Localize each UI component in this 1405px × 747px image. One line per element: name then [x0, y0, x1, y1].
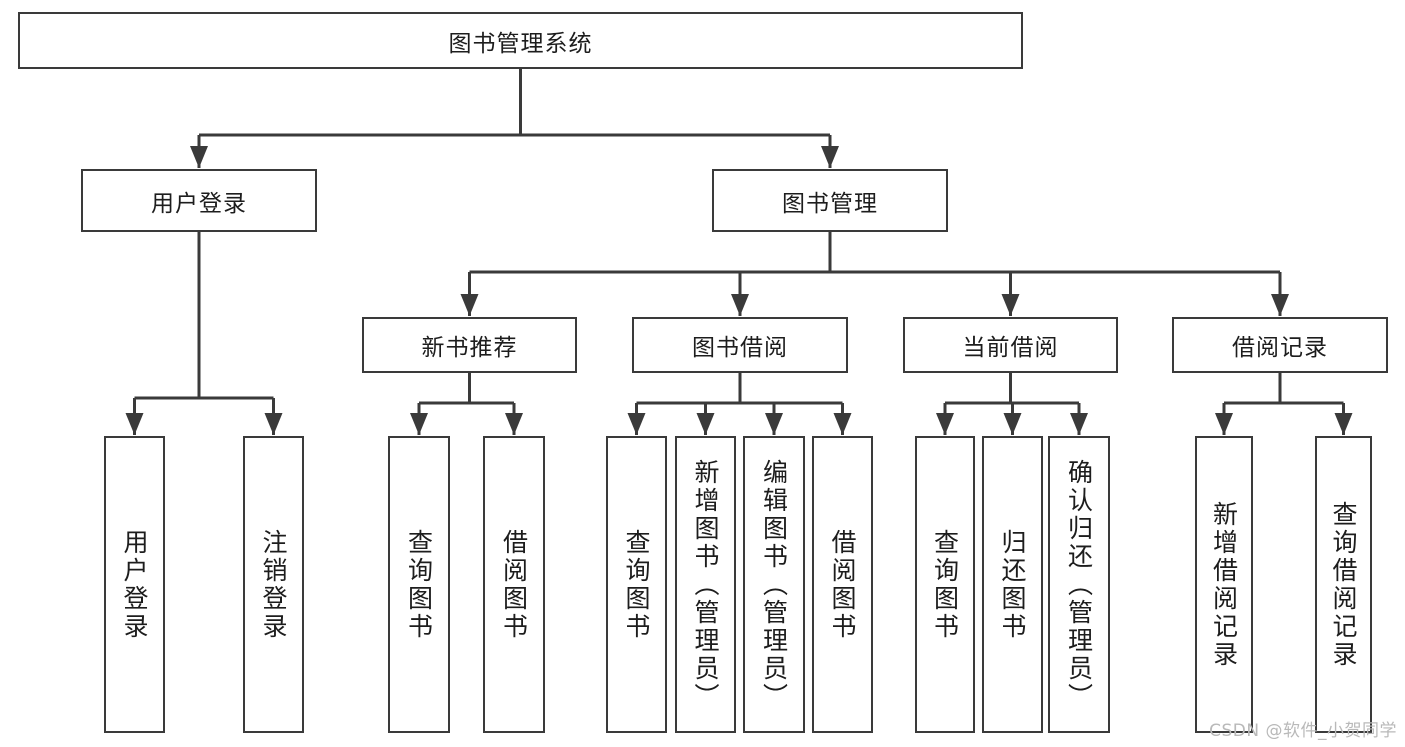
node-label: 图书管理 [782, 190, 878, 217]
node-label: 查询图书 [930, 528, 960, 641]
node-current-borrow[interactable]: 当前借阅 [903, 317, 1118, 373]
leaf-record-query-borrow-record[interactable]: 查询借阅记录 [1315, 436, 1372, 733]
leaf-current-query-book[interactable]: 查询图书 [915, 436, 975, 733]
watermark: CSDN @软件_小贺同学 [1209, 721, 1397, 741]
node-root-system[interactable]: 图书管理系统 [18, 12, 1023, 69]
node-label: 查询借阅记录 [1329, 500, 1358, 669]
leaf-user-logout[interactable]: 注销登录 [243, 436, 304, 733]
node-label: 用户登录 [151, 190, 247, 217]
node-user-login[interactable]: 用户登录 [81, 169, 317, 232]
leaf-recommend-query-book[interactable]: 查询图书 [388, 436, 450, 733]
node-label: 注销登录 [259, 528, 288, 641]
node-label: 编辑图书（管理员） [759, 458, 789, 711]
leaf-recommend-borrow-book[interactable]: 借阅图书 [483, 436, 545, 733]
node-label: 新增图书（管理员） [691, 458, 720, 711]
node-borrow-record[interactable]: 借阅记录 [1172, 317, 1388, 373]
node-label: 借阅图书 [828, 528, 857, 641]
node-label: 确认归还（管理员） [1064, 458, 1094, 711]
node-label: 图书管理系统 [448, 30, 593, 57]
leaf-current-return-book[interactable]: 归还图书 [982, 436, 1043, 733]
leaf-borrow-lend-book[interactable]: 借阅图书 [812, 436, 873, 733]
node-book-management[interactable]: 图书管理 [712, 169, 948, 232]
leaf-current-confirm-return-admin[interactable]: 确认归还（管理员） [1048, 436, 1110, 733]
node-label: 归还图书 [998, 528, 1027, 641]
leaf-borrow-add-book-admin[interactable]: 新增图书（管理员） [675, 436, 736, 733]
leaf-borrow-edit-book-admin[interactable]: 编辑图书（管理员） [743, 436, 805, 733]
node-label: 用户登录 [120, 528, 149, 641]
node-label: 新增借阅记录 [1209, 500, 1239, 669]
node-label: 新书推荐 [421, 335, 518, 361]
leaf-user-login[interactable]: 用户登录 [104, 436, 165, 733]
node-book-borrow[interactable]: 图书借阅 [632, 317, 848, 373]
node-label: 查询图书 [404, 528, 434, 641]
leaf-borrow-query-book[interactable]: 查询图书 [606, 436, 667, 733]
node-label: 借阅图书 [499, 528, 529, 641]
leaf-record-add-borrow-record[interactable]: 新增借阅记录 [1195, 436, 1253, 733]
node-label: 图书借阅 [692, 335, 788, 361]
node-label: 当前借阅 [962, 335, 1059, 361]
node-label: 查询图书 [622, 528, 651, 641]
node-new-book-recommend[interactable]: 新书推荐 [362, 317, 577, 373]
node-label: 借阅记录 [1232, 335, 1328, 361]
